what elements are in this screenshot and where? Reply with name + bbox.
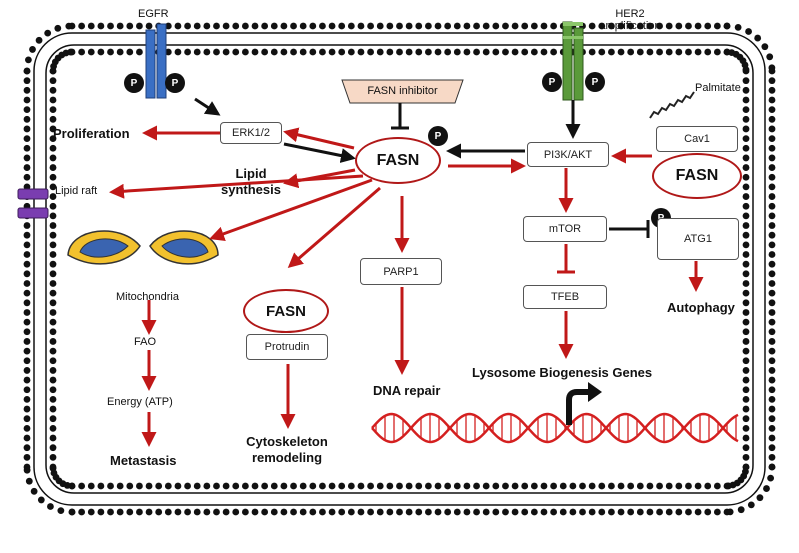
phospho-fasn: P xyxy=(428,126,448,146)
autophagy-label: Autophagy xyxy=(667,300,735,315)
dna-helix xyxy=(371,412,739,444)
her2-receptor xyxy=(562,21,584,101)
phospho-egfr-1: P xyxy=(124,73,144,93)
tfeb-box: TFEB xyxy=(523,285,607,309)
arrow-7 xyxy=(287,186,381,268)
fasn-inhibitor-label: FASN inhibitor xyxy=(367,85,438,97)
phospho-egfr-2: P xyxy=(165,73,185,93)
palmitate-chain xyxy=(649,91,695,119)
proliferation-label: Proliferation xyxy=(53,126,130,141)
cav1-box: Cav1 xyxy=(656,126,738,152)
phospho-her2-2: P xyxy=(585,72,605,92)
her2-label: HER2 amplification xyxy=(599,8,661,32)
protrudin-box: Protrudin xyxy=(246,334,328,360)
lysosome-label: Lysosome Biogenesis Genes xyxy=(472,365,653,380)
cytoskeleton-label: Cytoskeleton remodeling xyxy=(246,434,328,465)
cell-membrane xyxy=(23,22,776,516)
arrow-5 xyxy=(109,174,364,199)
arrow-3 xyxy=(283,142,356,163)
parp1-box: PARP1 xyxy=(360,258,442,285)
atg1-box: ATG1 xyxy=(657,218,739,260)
mitochondria-label: Mitochondria xyxy=(116,291,179,303)
fasn-main-oval: FASN xyxy=(355,137,441,184)
egfr-label: EGFR xyxy=(138,8,169,20)
fasn-inhibitor-shape xyxy=(341,79,464,104)
lipid-raft-label: Lipid raft xyxy=(55,185,98,197)
erk-box: ERK1/2 xyxy=(220,122,282,144)
egfr-receptor xyxy=(145,23,167,99)
pi3k-akt-box: PI3K/AKT xyxy=(527,142,609,167)
palmitate-label: Palmitate xyxy=(695,82,741,94)
energy-label: Energy (ATP) xyxy=(107,396,173,408)
arrow-2 xyxy=(283,127,355,150)
pathway-arrows xyxy=(109,97,704,447)
mtor-box: mTOR xyxy=(523,216,607,242)
lipid-synthesis-label: Lipid synthesis xyxy=(221,166,281,197)
fasn-cav1-oval: FASN xyxy=(652,153,742,199)
dna-repair-label: DNA repair xyxy=(373,383,441,398)
phospho-her2-1: P xyxy=(542,72,562,92)
arrow-0 xyxy=(194,97,221,116)
metastasis-label: Metastasis xyxy=(110,453,177,468)
lipid-raft-shape xyxy=(17,188,49,219)
fasn-protrudin-oval: FASN xyxy=(243,289,329,333)
arrow-6 xyxy=(209,178,373,241)
fao-label: FAO xyxy=(134,336,157,348)
mitochondria-shape xyxy=(67,230,219,265)
transcription-arrow-head xyxy=(588,382,602,402)
transcription-arrow xyxy=(566,389,590,425)
